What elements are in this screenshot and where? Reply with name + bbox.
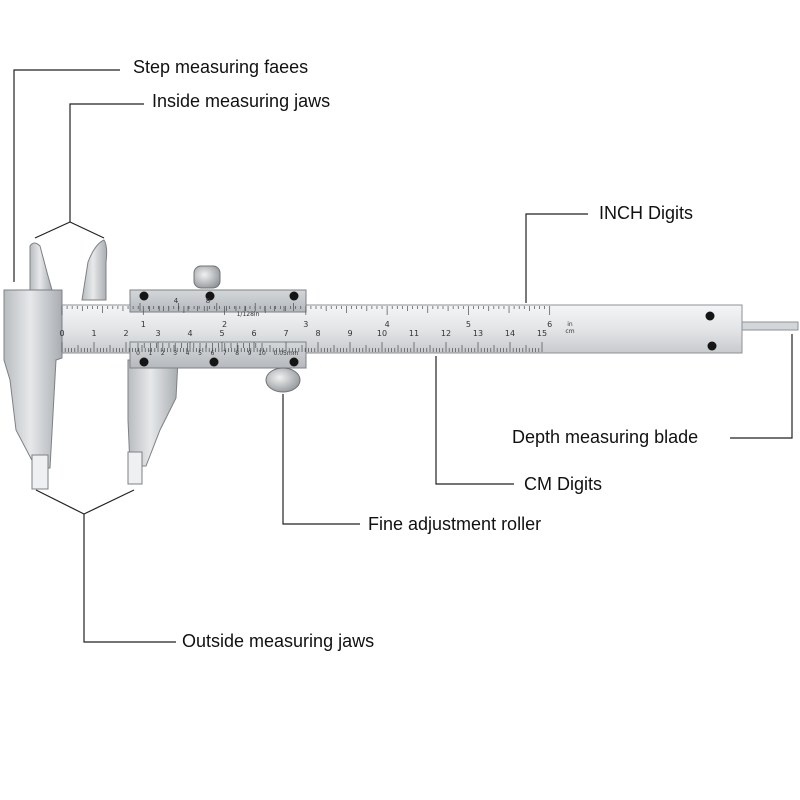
label-inch-digits: INCH Digits [599, 203, 694, 223]
label-cm-digits: CM Digits [524, 474, 603, 494]
unit-label-in: in [567, 321, 573, 328]
screw [289, 291, 299, 301]
fine-adjustment-roller[interactable] [265, 367, 301, 393]
vernier-metric-number: 4 [186, 350, 190, 357]
vernier-metric-number: 8 [235, 350, 239, 357]
cm-number: 8 [315, 329, 320, 338]
leader-inch-digits [525, 213, 588, 303]
leader-inside-jaws-v [34, 221, 105, 239]
vernier-metric-number: 10 [258, 350, 266, 357]
leader-cm-digits [435, 356, 514, 485]
leader-step-faces [13, 69, 120, 282]
vernier-inch-label: 1/128in [237, 311, 260, 318]
depth-blade [741, 321, 799, 331]
leader-depth-blade [730, 334, 793, 439]
inch-number: 6 [547, 320, 552, 329]
inch-number: 3 [303, 320, 308, 329]
cm-number: 10 [377, 329, 387, 338]
label-step-measuring-faces: Step measuring faees [133, 57, 309, 77]
leader-outside-jaws-v [35, 489, 135, 515]
cm-number: 11 [409, 329, 419, 338]
unit-label-cm: cm [565, 328, 574, 335]
screw [289, 357, 299, 367]
inch-number: 2 [222, 320, 227, 329]
screw [209, 357, 219, 367]
fixed-jaw [3, 289, 63, 469]
vernier-metric-ticks [137, 343, 263, 351]
vernier-metric-number: 0 [136, 350, 140, 357]
cm-number: 3 [155, 329, 160, 338]
cm-number: 6 [251, 329, 256, 338]
label-outside-measuring-jaws: Outside measuring jaws [182, 631, 375, 651]
inch-number: 1 [141, 320, 146, 329]
vernier-metric-number: 2 [161, 350, 165, 357]
screw [139, 357, 149, 367]
locking-screw[interactable] [193, 265, 221, 289]
label-depth-measuring-blade: Depth measuring blade [512, 427, 699, 447]
inch-number: 4 [385, 320, 390, 329]
sliding-inside-jaw [81, 239, 108, 301]
leader-inside-jaws [69, 103, 144, 222]
label-inside-measuring-jaws: Inside measuring jaws [152, 91, 331, 111]
screw [707, 341, 717, 351]
cm-number: 12 [441, 329, 451, 338]
cm-number: 1 [91, 329, 96, 338]
vernier-top-plate [129, 289, 307, 313]
leader-fine-roller [282, 394, 360, 525]
cm-number: 4 [187, 329, 192, 338]
inch-number: 5 [466, 320, 471, 329]
vernier-metric-number: 6 [210, 350, 214, 357]
cm-number: 7 [283, 329, 288, 338]
leader-lines [13, 69, 793, 643]
vernier-inch-number: 8 [206, 297, 210, 305]
cm-number: 2 [123, 329, 128, 338]
vernier-inch-number: 4 [174, 297, 179, 305]
vernier-metric-number: 1 [148, 350, 152, 357]
screw [205, 291, 215, 301]
vernier-metric-number: 5 [198, 350, 202, 357]
cm-number: 9 [347, 329, 352, 338]
main-scale-cm-ticks [61, 342, 543, 352]
screw [139, 291, 149, 301]
vernier-metric-number: 3 [173, 350, 177, 357]
cm-number: 15 [537, 329, 547, 338]
cm-number: 14 [505, 329, 515, 338]
cm-number: 5 [219, 329, 224, 338]
label-fine-adjustment-roller: Fine adjustment roller [368, 514, 542, 534]
vernier-metric-number: 9 [248, 350, 252, 357]
vernier-metric-label: 0.05mm [273, 350, 298, 357]
sliding-outside-jaw [127, 359, 179, 467]
cm-number: 0 [59, 329, 64, 338]
screws [139, 291, 717, 367]
vernier-metric-number: 7 [223, 350, 227, 357]
vernier-inch-ticks [139, 303, 294, 311]
cm-number: 13 [473, 329, 483, 338]
fixed-inside-jaw [29, 242, 53, 291]
screw [705, 311, 715, 321]
leader-outside-jaws [83, 514, 176, 643]
